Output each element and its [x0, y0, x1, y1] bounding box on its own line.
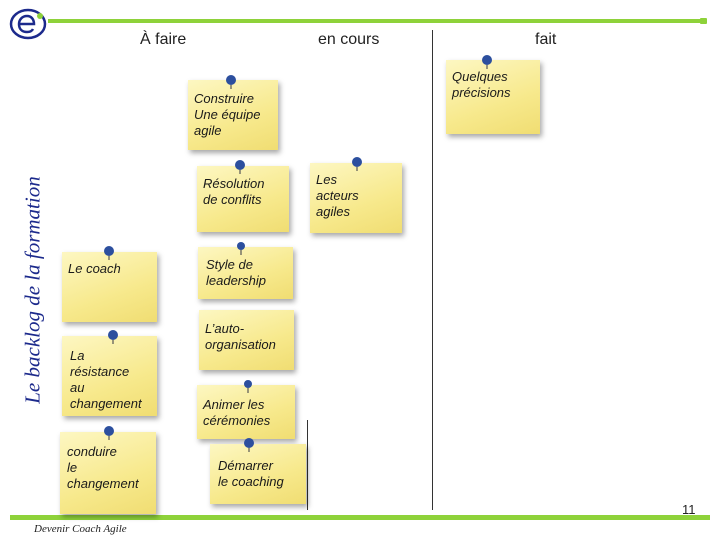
sticky-note-coaching: Démarrer le coaching	[210, 438, 306, 504]
pushpin-icon	[104, 426, 114, 440]
column-divider-done	[432, 30, 433, 510]
pushpin-icon	[226, 75, 236, 89]
column-divider-doing	[307, 420, 308, 510]
top-green-rule-end	[700, 18, 707, 24]
column-header-doing: en cours	[318, 31, 380, 48]
e-logo-icon	[9, 8, 47, 40]
pushpin-icon	[244, 438, 254, 452]
note-text-precisions: Quelques précisions	[452, 69, 511, 100]
sticky-note-conduire: conduire le changement	[60, 426, 156, 514]
column-header-todo: À faire	[140, 31, 187, 48]
pushpin-icon	[108, 330, 118, 344]
sticky-note-equipe: Construire Une équipe agile	[188, 75, 278, 150]
pushpin-icon	[235, 160, 245, 174]
sticky-note-resistance: La résistance au changement	[62, 330, 157, 416]
note-text-equipe: Construire Une équipe agile	[194, 91, 261, 138]
note-text-coaching: Démarrer le coaching	[218, 458, 284, 489]
sticky-note-autoorg: L’auto- organisation	[199, 310, 294, 370]
note-text-leadership: Style de leadership	[206, 257, 266, 288]
note-text-coach: Le coach	[68, 261, 121, 276]
sticky-note-ceremonies: Animer les cérémonies	[197, 380, 295, 439]
note-text-conflits: Résolution de conflits	[203, 176, 265, 207]
sticky-note-coach: Le coach	[62, 246, 157, 322]
note-text-conduire: conduire le changement	[67, 444, 139, 491]
slide-title: Le backlog de la formation	[20, 176, 45, 404]
column-header-done: fait	[535, 31, 557, 48]
note-text-acteurs: Les acteurs agiles	[316, 172, 359, 219]
pushpin-icon	[237, 242, 245, 255]
sticky-note-conflits: Résolution de conflits	[197, 160, 289, 232]
footer-text: Devenir Coach Agile	[34, 523, 127, 535]
sticky-note-precisions: Quelques précisions	[446, 55, 540, 134]
pushpin-icon	[244, 380, 252, 393]
pushpin-icon	[352, 157, 362, 171]
note-text-autoorg: L’auto- organisation	[205, 321, 276, 352]
note-text-resistance: La résistance au changement	[70, 348, 142, 411]
pushpin-icon	[482, 55, 492, 69]
note-text-ceremonies: Animer les cérémonies	[203, 397, 271, 428]
pushpin-icon	[104, 246, 114, 260]
page-number: 11	[682, 502, 696, 517]
sticky-note-acteurs: Les acteurs agiles	[310, 157, 402, 233]
sticky-note-leadership: Style de leadership	[198, 242, 293, 299]
top-green-rule	[48, 19, 706, 23]
bottom-green-rule	[10, 515, 710, 520]
